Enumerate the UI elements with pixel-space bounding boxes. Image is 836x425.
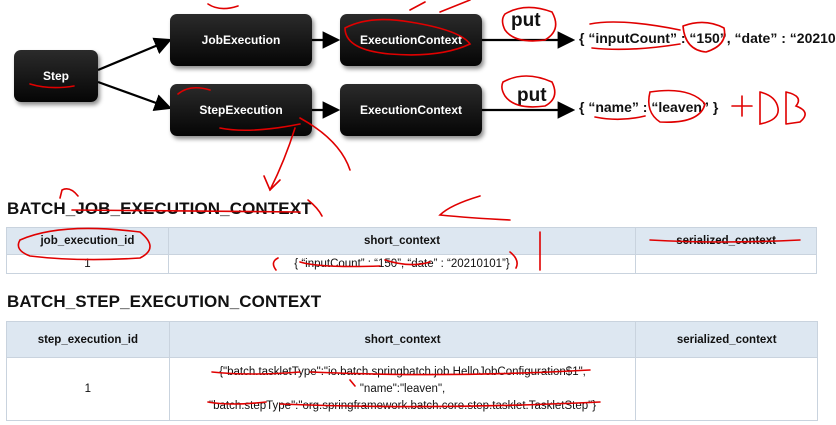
execution-context-node-2: ExecutionContext bbox=[340, 84, 482, 136]
step-label: Step bbox=[42, 69, 69, 83]
context-line-2: "name":"leaven", bbox=[359, 382, 446, 395]
table-header-row: job_execution_id short_context serialize… bbox=[6, 227, 817, 255]
execution-context-label-1: ExecutionContext bbox=[359, 33, 462, 47]
step-context-table: step_execution_id short_context serializ… bbox=[6, 321, 818, 421]
col-header-serialized-context: serialized_context bbox=[635, 227, 817, 255]
table-row: 1 {"batch.taskletType":"io.batch.springb… bbox=[6, 357, 818, 421]
job-context-json: { “inputCount” : “150”, “date” : “20210 bbox=[579, 30, 836, 46]
execution-context-node-1: ExecutionContext bbox=[340, 14, 482, 66]
put-label-1: put bbox=[511, 10, 541, 31]
cell-short-context: {"batch.taskletType":"io.batch.springbat… bbox=[168, 357, 637, 421]
step-node: Step bbox=[14, 50, 98, 102]
letter-d bbox=[759, 91, 779, 125]
step-execution-node: StepExecution bbox=[170, 84, 312, 136]
step-context-json: { “name” : “leaven” } bbox=[579, 99, 719, 115]
table-header-row: step_execution_id short_context serializ… bbox=[6, 321, 818, 358]
scribble-job-execution bbox=[207, 3, 239, 10]
job-context-title: BATCH_JOB_EXECUTION_CONTEXT bbox=[7, 199, 312, 218]
underline-name bbox=[594, 115, 646, 121]
job-execution-node: JobExecution bbox=[170, 14, 312, 66]
cell-serialized-context bbox=[635, 357, 818, 421]
context-line-3: "batch.stepType":"org.springframework.ba… bbox=[209, 399, 597, 412]
col-header-serialized-context: serialized_context bbox=[635, 321, 818, 358]
col-header-step-execution-id: step_execution_id bbox=[6, 321, 170, 358]
step-execution-label: StepExecution bbox=[199, 103, 283, 117]
cell-short-context: { “inputCount” : “150”, “date” : “202101… bbox=[167, 254, 637, 274]
arrowhead-down bbox=[263, 175, 281, 192]
col-header-short-context: short_context bbox=[168, 321, 637, 358]
cell-serialized-context bbox=[635, 254, 817, 274]
plus-sign bbox=[731, 95, 753, 117]
col-header-job-execution-id: job_execution_id bbox=[6, 227, 169, 255]
execution-context-label-2: ExecutionContext bbox=[359, 103, 462, 117]
arrow-step-to-job bbox=[97, 37, 173, 72]
put-label-2: put bbox=[517, 85, 547, 106]
job-execution-label: JobExecution bbox=[201, 33, 281, 47]
step-context-title: BATCH_STEP_EXECUTION_CONTEXT bbox=[7, 292, 322, 311]
arrow-step-to-stepexec bbox=[97, 80, 173, 112]
cell-step-execution-id: 1 bbox=[6, 357, 170, 421]
check-mark bbox=[438, 195, 511, 221]
letter-b bbox=[785, 91, 806, 125]
col-header-short-context: short_context bbox=[167, 227, 637, 255]
context-line-1: {"batch.taskletType":"io.batch.springbat… bbox=[219, 365, 586, 378]
table-row: 1 { “inputCount” : “150”, “date” : “2021… bbox=[6, 254, 817, 274]
scribble-execution-context bbox=[409, 0, 471, 13]
cell-job-execution-id: 1 bbox=[6, 254, 169, 274]
job-context-table: job_execution_id short_context serialize… bbox=[6, 227, 817, 274]
